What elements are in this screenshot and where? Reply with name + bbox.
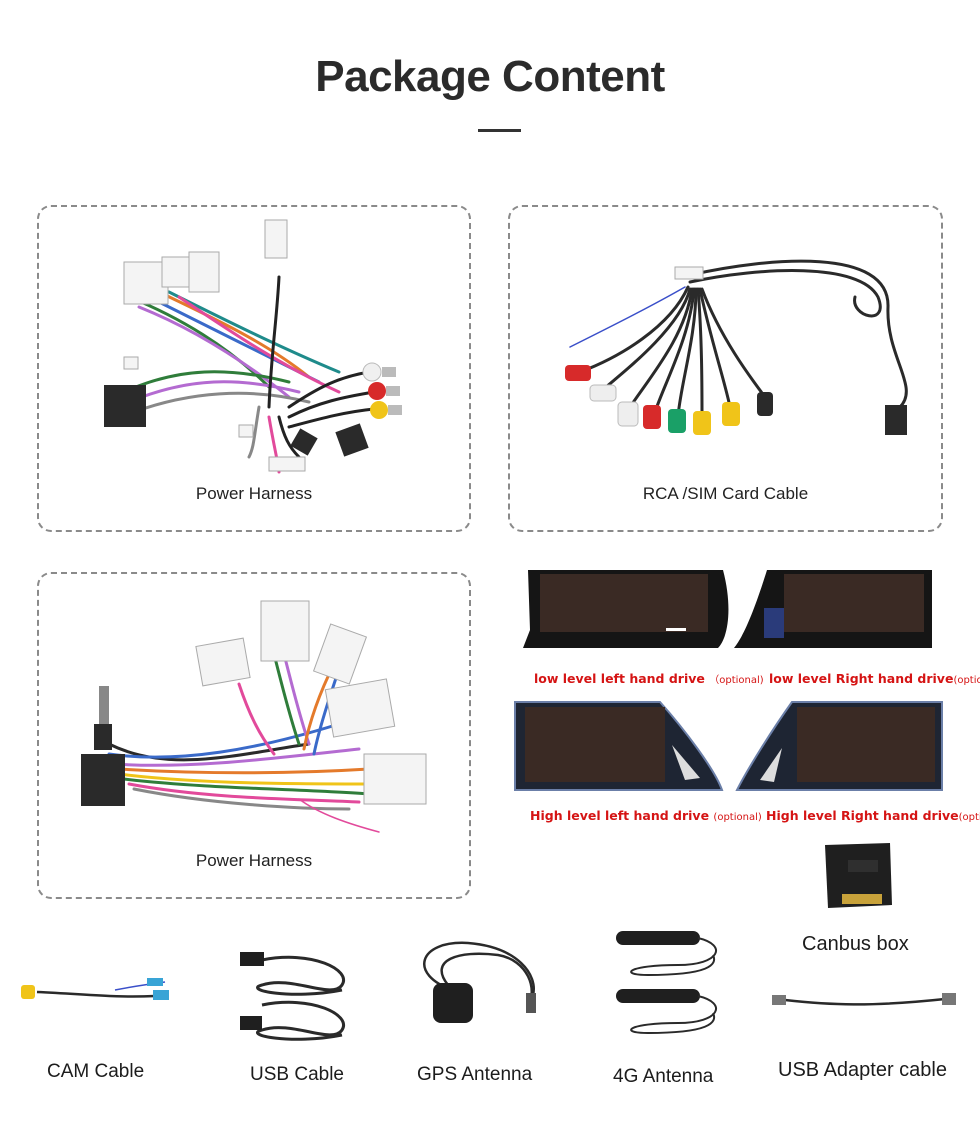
rca-sim-caption: RCA /SIM Card Cable	[642, 484, 809, 503]
gps-antenna-caption: GPS Antenna	[417, 1064, 533, 1085]
gps-antenna-image	[423, 941, 536, 1023]
g4-antenna-caption: 4G Antenna	[613, 1066, 714, 1087]
usb-cable-image	[240, 952, 345, 1041]
usb-cable-caption: USB Cable	[250, 1064, 344, 1085]
cam-cable-image	[21, 978, 169, 1000]
variant-label-4: High level Right hand drive(optional)	[766, 808, 980, 823]
variant-label-2: low level Right hand drive(optional)	[769, 671, 980, 686]
cam-cable-caption: CAM Cable	[47, 1061, 145, 1082]
rca-sim-cable-image	[565, 259, 908, 435]
radio-high-right-image	[735, 701, 943, 791]
canbus-box-caption: Canbus box	[802, 933, 909, 955]
title-underline	[478, 129, 521, 132]
power-harness-image	[104, 219, 402, 474]
power-harness-2-image	[81, 600, 427, 833]
usb-adapter-cable-image	[772, 993, 956, 1006]
radio-low-left-image	[523, 570, 729, 648]
radio-low-right-image	[734, 570, 932, 648]
power-harness-card: Power Harness	[37, 205, 471, 532]
power-harness-2-card: Power Harness	[37, 572, 471, 899]
g4-antenna-image	[616, 931, 717, 1035]
usb-adapter-cable-caption: USB Adapter cable	[778, 1059, 947, 1081]
rca-sim-card: RCA /SIM Card Cable	[508, 205, 943, 532]
radio-high-left-image	[514, 701, 724, 791]
power-harness-2-caption: Power Harness	[195, 851, 313, 870]
canbus-box-image	[825, 843, 892, 908]
variant-label-1: low level left hand drive （optional)	[534, 671, 764, 686]
page-title: Package Content	[315, 52, 665, 101]
power-harness-caption: Power Harness	[195, 484, 313, 503]
variant-label-3: High level left hand drive (optional)	[530, 808, 762, 823]
